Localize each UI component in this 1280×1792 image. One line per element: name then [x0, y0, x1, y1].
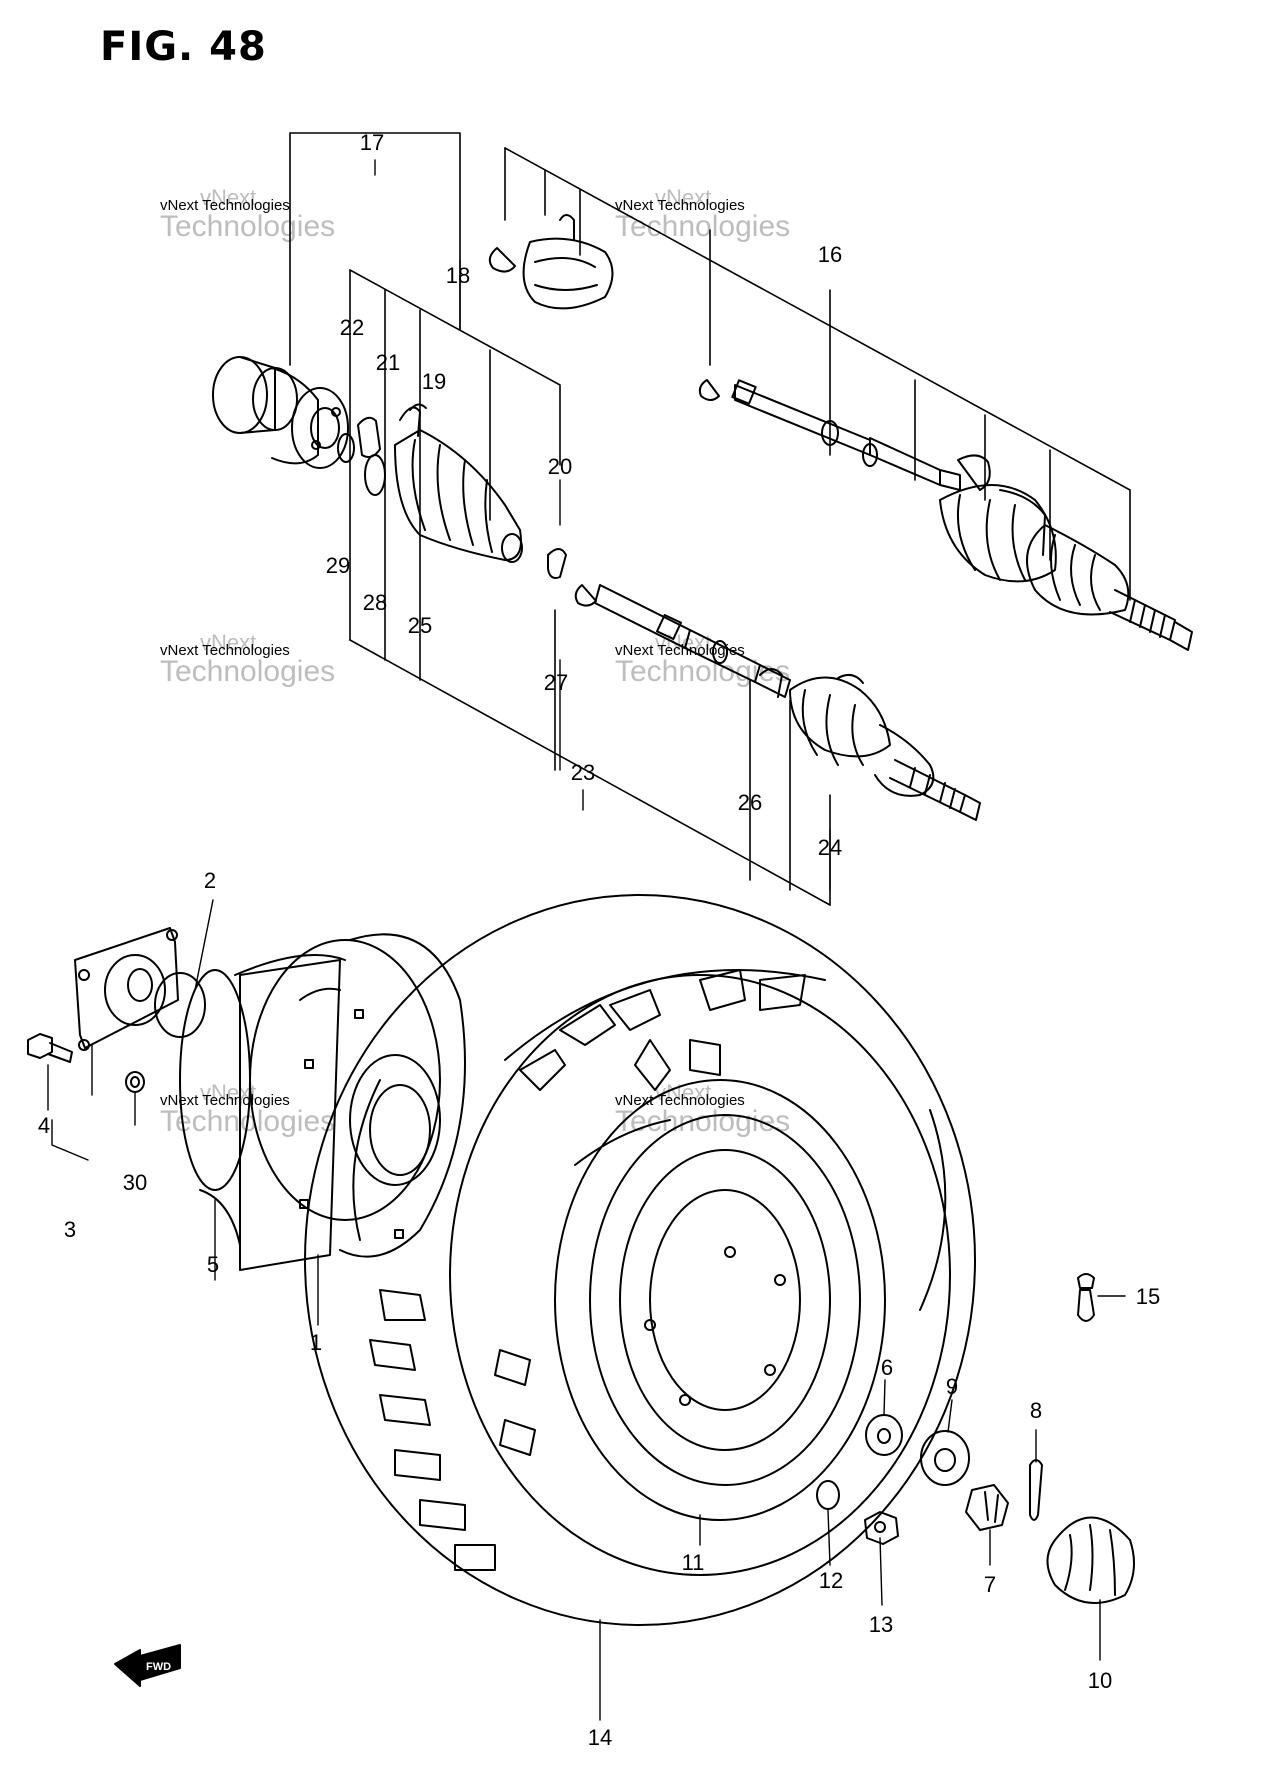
boot-28 [364, 454, 386, 496]
circlip-29-22 [337, 433, 355, 463]
callout-25: 25 [408, 613, 432, 638]
brake-drum-1 [179, 933, 466, 1271]
callout-16: 16 [818, 242, 842, 267]
callout-13: 13 [869, 1612, 893, 1637]
callout-26: 26 [738, 790, 762, 815]
callout-29: 29 [326, 553, 350, 578]
callout-5: 5 [207, 1252, 219, 1277]
callout-10: 10 [1088, 1668, 1112, 1693]
callout-14: 14 [588, 1725, 612, 1750]
washer-30 [125, 1071, 145, 1093]
callout-20: 20 [548, 454, 572, 479]
boot-clamp-21 [357, 416, 381, 458]
valve-15 [1077, 1273, 1095, 1322]
callout-22: 22 [340, 315, 364, 340]
callout-15: 15 [1136, 1284, 1160, 1309]
callout-19: 19 [422, 369, 446, 394]
wheel-11 [554, 1079, 886, 1521]
fwd-arrow-icon: FWD [114, 1644, 181, 1687]
callout-11: 11 [682, 1550, 705, 1575]
callout-9: 9 [946, 1374, 958, 1399]
outer-boot-19 [394, 403, 523, 563]
spacer-12 [816, 1480, 840, 1510]
callout-21: 21 [376, 350, 400, 375]
washer-9 [920, 1430, 970, 1486]
callout-28: 28 [363, 590, 387, 615]
callout-12: 12 [819, 1568, 843, 1593]
bracket-lines [289, 132, 1131, 906]
o-ring-2 [154, 972, 206, 1038]
nut-13 [864, 1511, 899, 1545]
bolt-4 [27, 1033, 73, 1063]
tire-14 [304, 894, 976, 1626]
castle-nut-7 [965, 1484, 1009, 1531]
callout-6: 6 [881, 1355, 893, 1380]
fwd-label: FWD [146, 1661, 171, 1673]
callout-23: 23 [571, 760, 595, 785]
hub-plate-3 [74, 927, 179, 1051]
callout-18: 18 [446, 263, 470, 288]
callout-2: 2 [204, 868, 216, 893]
callout-labels: 1234567891011121314151617181920212223242… [38, 130, 1160, 1750]
callout-7: 7 [984, 1572, 996, 1597]
hub-cap-10 [1046, 1516, 1135, 1604]
cotter-pin-8 [1029, 1459, 1043, 1521]
clip-20 [547, 548, 567, 579]
callout-1: 1 [310, 1330, 322, 1355]
callout-17: 17 [360, 130, 384, 155]
callout-30: 30 [123, 1170, 147, 1195]
callout-27: 27 [544, 670, 568, 695]
leader-lines [47, 159, 1126, 1721]
upper-drive-shaft [698, 379, 1193, 651]
callout-24: 24 [818, 835, 842, 860]
washer-6 [865, 1414, 903, 1456]
callout-8: 8 [1030, 1398, 1042, 1423]
callout-4: 4 [38, 1113, 50, 1138]
outer-cv-joint-housing [212, 356, 349, 469]
boot-band-upper [488, 214, 614, 310]
figure-title: FIG. 48 [100, 24, 267, 70]
callout-3: 3 [64, 1217, 76, 1242]
lower-drive-shaft [574, 584, 981, 821]
